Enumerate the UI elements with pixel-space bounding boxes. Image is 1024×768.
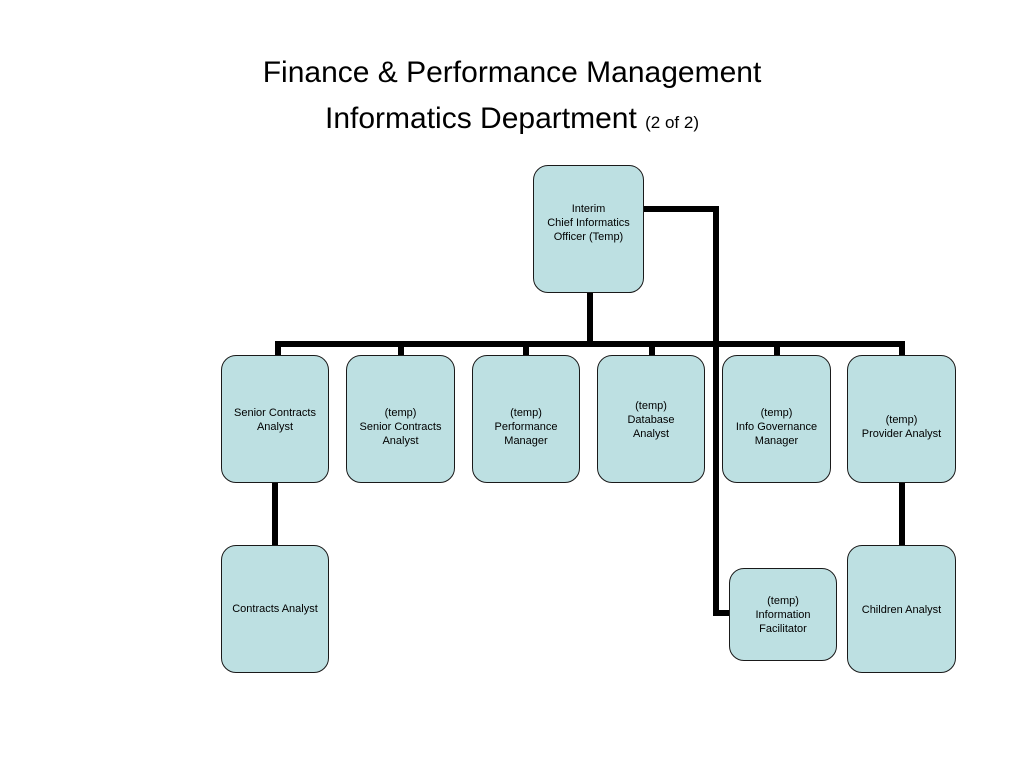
org-node-temp-senior-contracts-analyst: (temp) Senior Contracts Analyst — [346, 355, 455, 483]
slide-title-line-1: Finance & Performance Management — [0, 55, 1024, 91]
org-node-temp-provider-analyst: (temp) Provider Analyst — [847, 355, 956, 483]
org-node-label: (temp) Performance Manager — [494, 407, 558, 447]
org-node-label: (temp) Provider Analyst — [861, 414, 942, 440]
org-node-label: (temp) Info Governance Manager — [735, 407, 818, 447]
org-node-label: Interim Chief Informatics Officer (Temp) — [547, 203, 630, 243]
org-node-interim-chief-informatics-officer: Interim Chief Informatics Officer (Temp) — [533, 165, 644, 293]
org-node-temp-information-facilitator: (temp) Information Facilitator — [729, 568, 837, 661]
connector-root-to-facilitator — [642, 206, 733, 616]
slide-title-line-2: Informatics Department (2 of 2) — [0, 101, 1024, 141]
org-node-children-analyst: Children Analyst — [847, 545, 956, 673]
org-node-contracts-analyst: Contracts Analyst — [221, 545, 329, 673]
org-node-label: (temp) Database Analyst — [627, 400, 675, 440]
slide-title-text-2: Informatics Department — [325, 102, 637, 135]
org-node-temp-database-analyst: (temp) Database Analyst — [597, 355, 705, 483]
slide-title-text-1: Finance & Performance Management — [262, 56, 762, 89]
org-node-label: Children Analyst — [861, 604, 942, 616]
org-node-label: Contracts Analyst — [232, 603, 318, 615]
org-node-senior-contracts-analyst: Senior Contracts Analyst — [221, 355, 329, 483]
org-node-temp-performance-manager: (temp) Performance Manager — [472, 355, 580, 483]
org-node-temp-info-governance-manager: (temp) Info Governance Manager — [722, 355, 831, 483]
org-node-label: Senior Contracts Analyst — [234, 407, 316, 433]
org-node-label: (temp) Senior Contracts Analyst — [359, 407, 442, 447]
org-node-label: (temp) Information Facilitator — [755, 594, 811, 635]
slide-title-page-indicator: (2 of 2) — [645, 113, 699, 132]
